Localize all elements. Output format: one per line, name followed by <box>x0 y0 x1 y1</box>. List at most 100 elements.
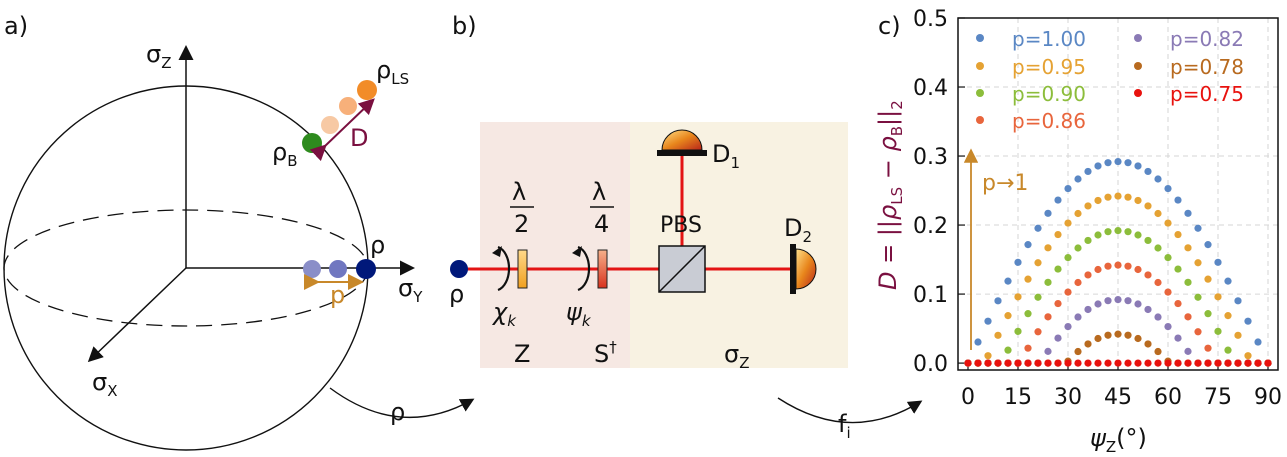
data-point <box>1024 275 1032 283</box>
data-point <box>1234 331 1242 339</box>
data-point <box>1194 328 1202 336</box>
state-intermediate-1 <box>321 116 339 134</box>
state-mixed-2 <box>329 260 347 278</box>
data-point <box>1094 334 1102 343</box>
data-point <box>1044 209 1052 217</box>
data-point <box>1244 317 1252 325</box>
data-point <box>1144 305 1152 314</box>
legend-label: p=0.86 <box>1012 109 1086 133</box>
data-point <box>1114 192 1122 200</box>
data-point <box>1224 346 1232 354</box>
sigma-y-label: σY <box>398 274 423 306</box>
hwp-rotation-icon <box>497 245 511 292</box>
data-point <box>1124 193 1132 201</box>
rho-b-label: ρB <box>272 138 298 170</box>
data-point <box>1044 313 1052 321</box>
distance-arrow <box>309 98 375 162</box>
data-point <box>1204 344 1212 352</box>
quarter-wave-plate <box>597 249 608 289</box>
arrow-b-to-c <box>777 397 923 424</box>
data-point <box>1024 310 1032 318</box>
legend-label: p=0.75 <box>1170 82 1244 106</box>
data-point <box>1064 288 1072 296</box>
data-point <box>1194 359 1202 367</box>
legend-marker <box>1134 34 1142 42</box>
detector-d1-label: D1 <box>712 140 740 172</box>
data-point <box>1214 327 1222 335</box>
data-point <box>1074 278 1082 287</box>
sigma-x-axis <box>87 267 187 363</box>
data-point <box>1094 231 1102 239</box>
data-point <box>1094 300 1102 308</box>
data-point <box>1034 359 1042 367</box>
data-point <box>1084 340 1092 348</box>
data-point <box>1244 352 1252 360</box>
data-point <box>1254 359 1262 367</box>
data-point <box>1124 297 1132 305</box>
sigma-z-measure-label: σZ <box>724 340 750 372</box>
arrow-b-to-c-label: fi <box>838 410 851 442</box>
data-point <box>1084 167 1092 176</box>
data-point <box>1164 323 1172 331</box>
data-point <box>1234 297 1242 305</box>
legend-marker <box>976 62 984 70</box>
state-rho-b <box>302 133 322 153</box>
data-point <box>1084 359 1092 367</box>
data-point <box>1014 359 1022 367</box>
data-point <box>994 331 1002 339</box>
data-point <box>1184 359 1192 367</box>
data-point <box>1084 236 1092 245</box>
data-point <box>984 317 992 325</box>
legend-marker <box>976 116 984 124</box>
data-point <box>1194 293 1202 301</box>
rho-ls-label: ρLS <box>376 56 409 88</box>
detector-d1 <box>661 129 703 151</box>
data-point <box>1154 209 1162 218</box>
data-point <box>1064 359 1072 367</box>
data-point <box>1114 261 1122 269</box>
data-point <box>1164 288 1172 296</box>
qwp-rotation-icon <box>577 245 591 292</box>
data-point <box>1154 313 1162 321</box>
y-tick-label: 0.2 <box>913 214 948 239</box>
data-point <box>1234 359 1242 367</box>
x-tick-label: 75 <box>1204 385 1232 410</box>
data-point <box>1044 359 1052 367</box>
data-point <box>1004 359 1012 367</box>
data-point <box>1064 323 1072 331</box>
data-point <box>1134 300 1142 308</box>
data-point <box>1104 331 1112 339</box>
data-point <box>1134 334 1142 343</box>
data-point <box>1034 293 1042 301</box>
panel-a: a) σZ σY σX D ρLS ρB ρ p <box>3 12 423 451</box>
x-axis-label: ψZ(°) <box>1090 424 1147 456</box>
data-point <box>1014 293 1022 301</box>
detector-d2-label: D2 <box>784 214 812 246</box>
z-basis-label: Z <box>514 340 530 368</box>
data-point <box>1164 184 1172 193</box>
data-point <box>1144 202 1152 210</box>
data-point <box>1204 359 1212 367</box>
data-point <box>1114 330 1122 338</box>
qwp-numerator: λ <box>592 178 606 206</box>
data-point <box>1194 259 1202 267</box>
data-point <box>1154 244 1162 252</box>
data-point <box>1054 359 1062 367</box>
data-point <box>1104 262 1112 270</box>
data-point <box>1084 202 1092 210</box>
data-point <box>1054 230 1062 239</box>
x-tick-label: 90 <box>1254 385 1282 410</box>
data-point <box>1104 193 1112 201</box>
data-point <box>1204 241 1212 249</box>
data-point <box>1134 196 1142 205</box>
data-point <box>1264 359 1272 367</box>
legend-marker <box>976 89 984 97</box>
data-point <box>1064 219 1072 227</box>
data-point <box>1124 331 1132 339</box>
pbs-diagonal <box>658 245 706 293</box>
data-point <box>1204 275 1212 283</box>
data-point <box>1084 305 1092 314</box>
panel-a-label: a) <box>4 12 28 40</box>
data-point <box>1044 347 1052 355</box>
